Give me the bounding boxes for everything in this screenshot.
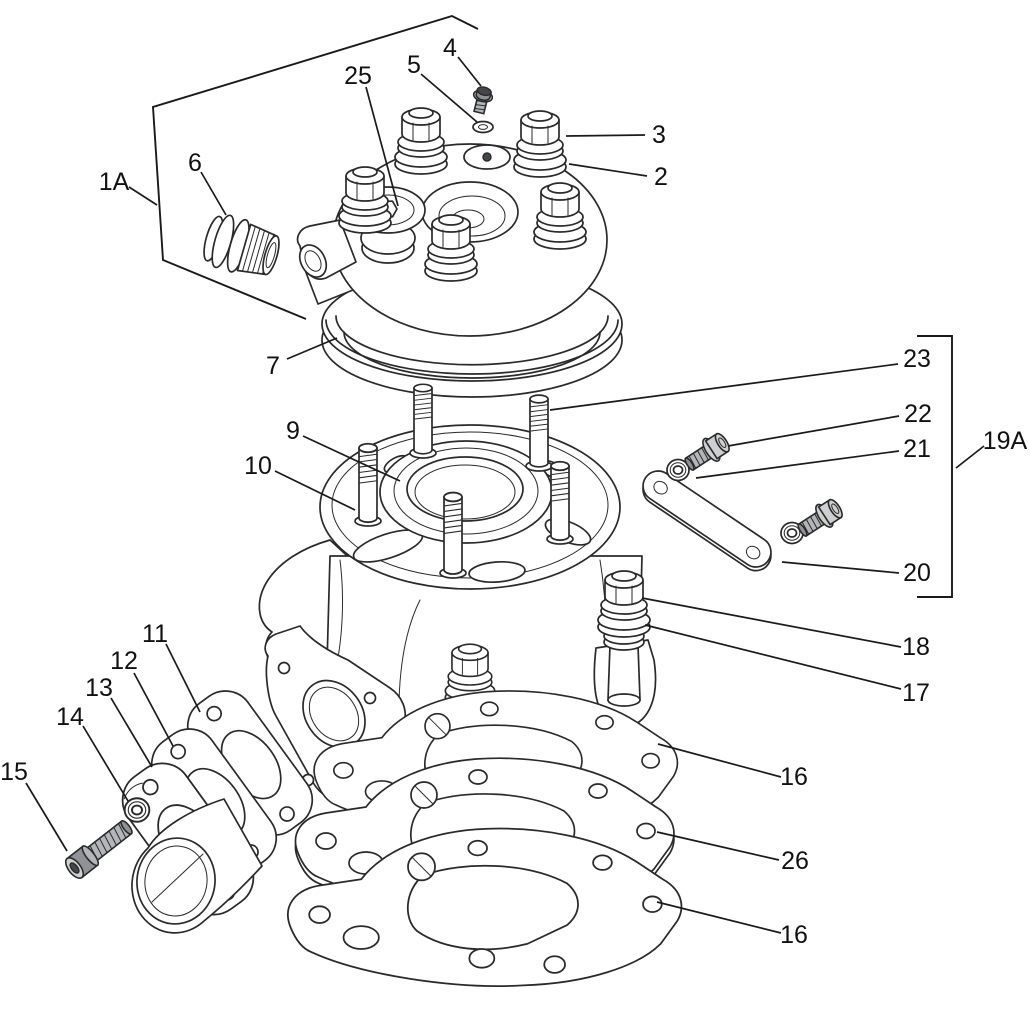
leader-line-2: [568, 163, 648, 177]
part-label-23: 23: [903, 345, 931, 373]
part-label-14: 14: [56, 703, 84, 731]
hose-fitting: [203, 214, 280, 276]
cylinder-stud: [443, 491, 463, 575]
leader-line-9: [302, 435, 401, 482]
leader-line-4: [457, 56, 482, 87]
head-nut: [338, 166, 392, 234]
part-label-13: 13: [85, 674, 113, 702]
leader-line-15: [25, 782, 68, 852]
exhaust-joint-parts: [64, 679, 325, 934]
leader-line-21: [695, 450, 900, 479]
part-label-3: 3: [652, 121, 666, 149]
part-label-16: 16: [780, 921, 808, 949]
cylinder-stud: [358, 442, 378, 524]
leader-line-10: [274, 470, 356, 511]
part-label-20: 20: [903, 559, 931, 587]
leader-line-5: [420, 73, 478, 123]
head-nut: [533, 182, 587, 250]
vent-washer: [472, 120, 494, 134]
leader-line-26: [656, 831, 780, 861]
part-label-21: 21: [903, 435, 931, 463]
leader-line-17: [644, 624, 902, 690]
leader-line-13: [110, 697, 153, 768]
leader-line-1A: [128, 186, 158, 206]
bore-orings: [379, 440, 553, 544]
exhaust-manifold-tube: [131, 798, 263, 934]
group-19A-bracket: [917, 335, 953, 598]
part-label-16: 16: [780, 763, 808, 791]
leader-line-12: [133, 672, 174, 747]
part-label-7: 7: [266, 352, 280, 380]
leader-line-14: [82, 725, 129, 802]
flange-washer: [123, 797, 151, 823]
leader-line-16: [656, 901, 782, 934]
socket-head-bolt: [64, 819, 133, 879]
leader-line-7: [286, 337, 338, 360]
part-label-12: 12: [110, 647, 138, 675]
part-label-6: 6: [188, 149, 202, 177]
part-label-19A: 19A: [983, 427, 1028, 455]
stay-strap-group: [642, 428, 847, 572]
part-label-1A: 1A: [99, 168, 130, 196]
leader-line-25: [365, 86, 399, 207]
part-label-4: 4: [443, 34, 457, 62]
leader-line-3: [565, 134, 646, 137]
leader-line-18: [641, 597, 902, 648]
cylinder-stud: [413, 383, 433, 455]
callout-layer: 1A 6 25 54 3 2 7 9 10 23 22 21 19A 20 18 17 16 26 16 111213…: [0, 14, 1028, 949]
cylinder-stud: [529, 394, 549, 468]
group-1A-bracket: [152, 14, 479, 320]
part-label-26: 26: [781, 847, 809, 875]
vent-bolt: [472, 86, 494, 115]
cylinder-nut-washer: [597, 570, 651, 651]
head-nut: [394, 107, 448, 175]
leader-line-11: [165, 643, 201, 713]
leader-line-22: [727, 415, 900, 447]
part-label-25: 25: [344, 62, 372, 90]
leader-line-16: [657, 743, 782, 778]
leader-line-20: [781, 561, 900, 574]
cylinder-head: [296, 107, 623, 398]
leader-line-23: [549, 363, 899, 411]
part-label-17: 17: [902, 679, 930, 707]
part-label-9: 9: [286, 417, 300, 445]
part-label-18: 18: [902, 633, 930, 661]
cylinder-stud: [550, 460, 570, 542]
stay-strap: [642, 470, 772, 572]
part-label-2: 2: [654, 163, 668, 191]
part-label-5: 5: [407, 51, 421, 79]
part-label-10: 10: [244, 452, 272, 480]
part-label-22: 22: [904, 400, 932, 428]
part-label-15: 15: [0, 758, 28, 786]
part-label-11: 11: [142, 620, 168, 648]
head-nut: [513, 110, 567, 178]
leader-line-6: [200, 171, 227, 216]
leader-line-19A: [955, 445, 985, 469]
head-nut: [424, 214, 478, 282]
